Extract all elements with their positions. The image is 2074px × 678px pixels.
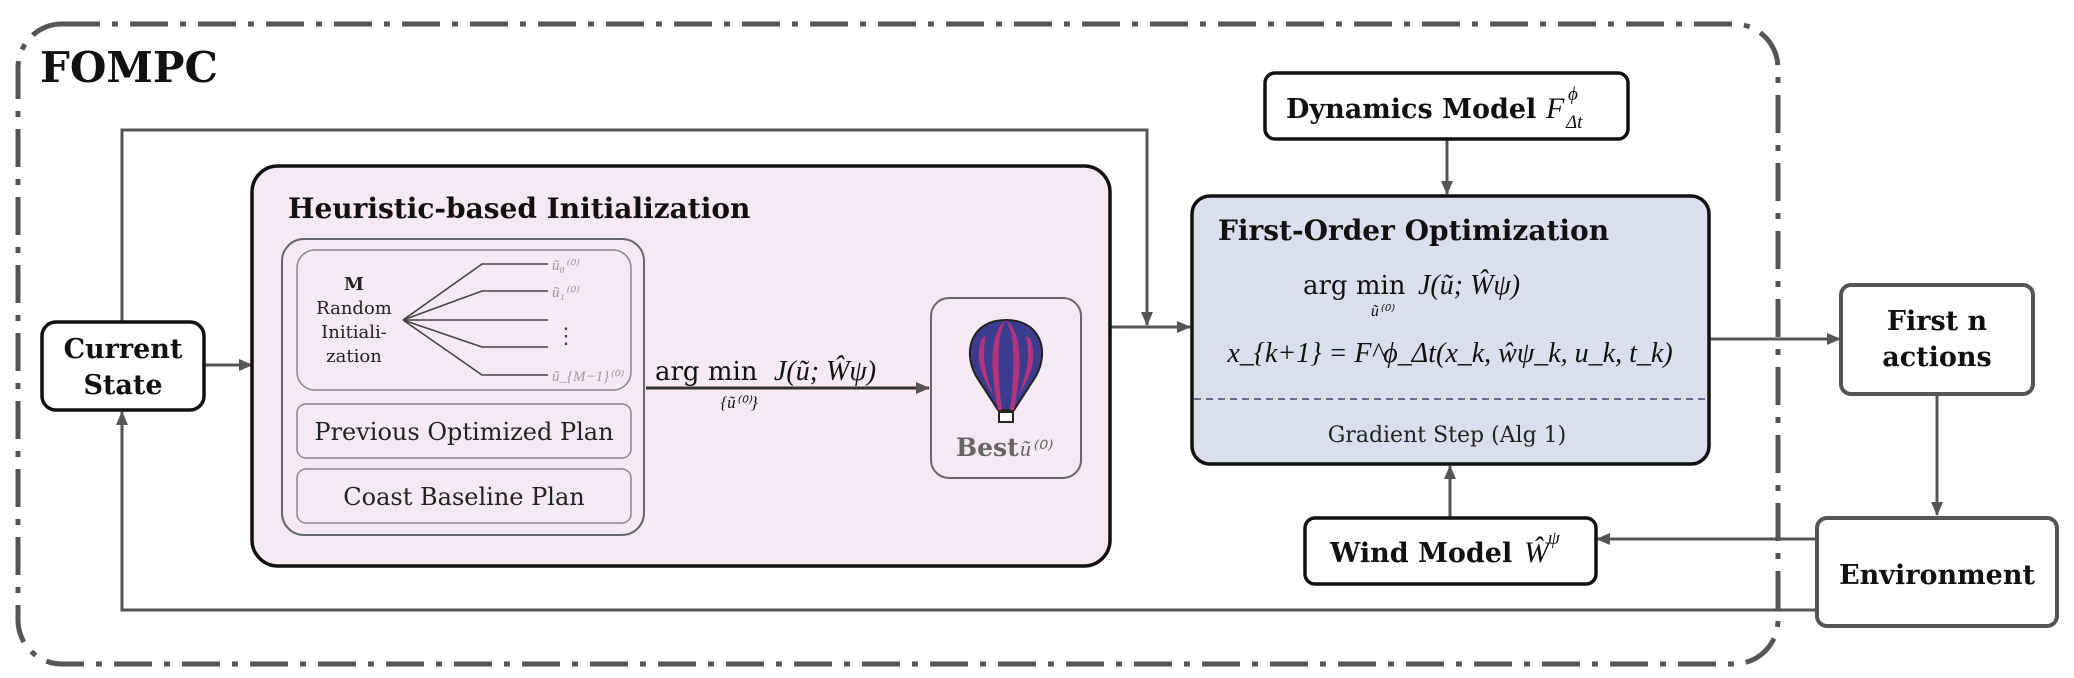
wind-model-symbol: Ŵ (1524, 536, 1552, 569)
gradient-step-label: Gradient Step (Alg 1) (1328, 423, 1567, 448)
random-init-line2: Initiali- (321, 322, 387, 343)
dynamics-model-box (1263, 71, 1630, 141)
fompc-container (15, 21, 1781, 667)
first-n-actions-line1: First n (1887, 306, 1988, 337)
select-objective: J(ũ; Ŵψ) (774, 356, 876, 387)
candidate-0: ũ₀⁽⁰⁾ (552, 258, 579, 274)
first-n-actions-line2: actions (1882, 342, 1992, 373)
fompc-title: FOMPC (40, 43, 218, 92)
random-init-m: M (344, 274, 364, 295)
dynamics-model-label: Dynamics Model (1286, 94, 1536, 125)
wind-model-sup: ψ (1548, 528, 1561, 549)
heuristic-title: Heuristic-based Initialization (288, 192, 750, 225)
state-to-optimizer-line (120, 128, 1153, 326)
first-order-dynamics-eq: x_{k+1} = F^ϕ_Δt(x_k, ŵψ_k, u_k, t_k) (1226, 338, 1672, 369)
select-argmin: arg min (655, 357, 758, 387)
wind-model-label: Wind Model (1329, 538, 1512, 569)
previous-plan-box (296, 403, 632, 459)
environment-label: Environment (1839, 560, 2035, 591)
dynamics-model-sup: ϕ (1568, 84, 1578, 105)
first-n-actions-box (1839, 283, 2035, 396)
fanout-lines (402, 263, 548, 376)
first-order-objective: J(ũ; Ŵψ) (1418, 270, 1520, 301)
dynamics-model-sub: Δt (1565, 112, 1583, 133)
first-order-title: First-Order Optimization (1218, 214, 1609, 247)
select-subscript: {ũ⁽⁰⁾} (720, 393, 757, 412)
first-order-box (1190, 194, 1711, 466)
best-symbol: ũ⁽⁰⁾ (1020, 436, 1053, 461)
candidate-1: ũ₁⁽⁰⁾ (552, 285, 579, 301)
previous-plan-label: Previous Optimized Plan (314, 418, 613, 446)
environment-box (1815, 516, 2059, 628)
wind-model-box (1303, 516, 1598, 586)
first-order-argmin: arg min (1303, 271, 1406, 301)
current-state-label-2: State (83, 370, 162, 401)
candidate-dots: ⋮ (555, 324, 577, 349)
environment-to-state-line (116, 411, 1817, 612)
dynamics-model-symbol: F (1545, 92, 1565, 125)
current-state-label-1: Current (64, 334, 183, 365)
first-order-argmin-sub: ũ⁽⁰⁾ (1371, 303, 1395, 320)
coast-plan-box (296, 468, 632, 524)
best-label: Best (956, 433, 1019, 462)
current-state-box (40, 320, 206, 412)
random-init-line1: Random (316, 298, 392, 319)
random-init-line3: zation (326, 346, 382, 367)
coast-plan-label: Coast Baseline Plan (343, 483, 584, 511)
balloon-icon (968, 318, 1044, 423)
candidate-last: ũ_{M−1}⁽⁰⁾ (552, 369, 624, 385)
